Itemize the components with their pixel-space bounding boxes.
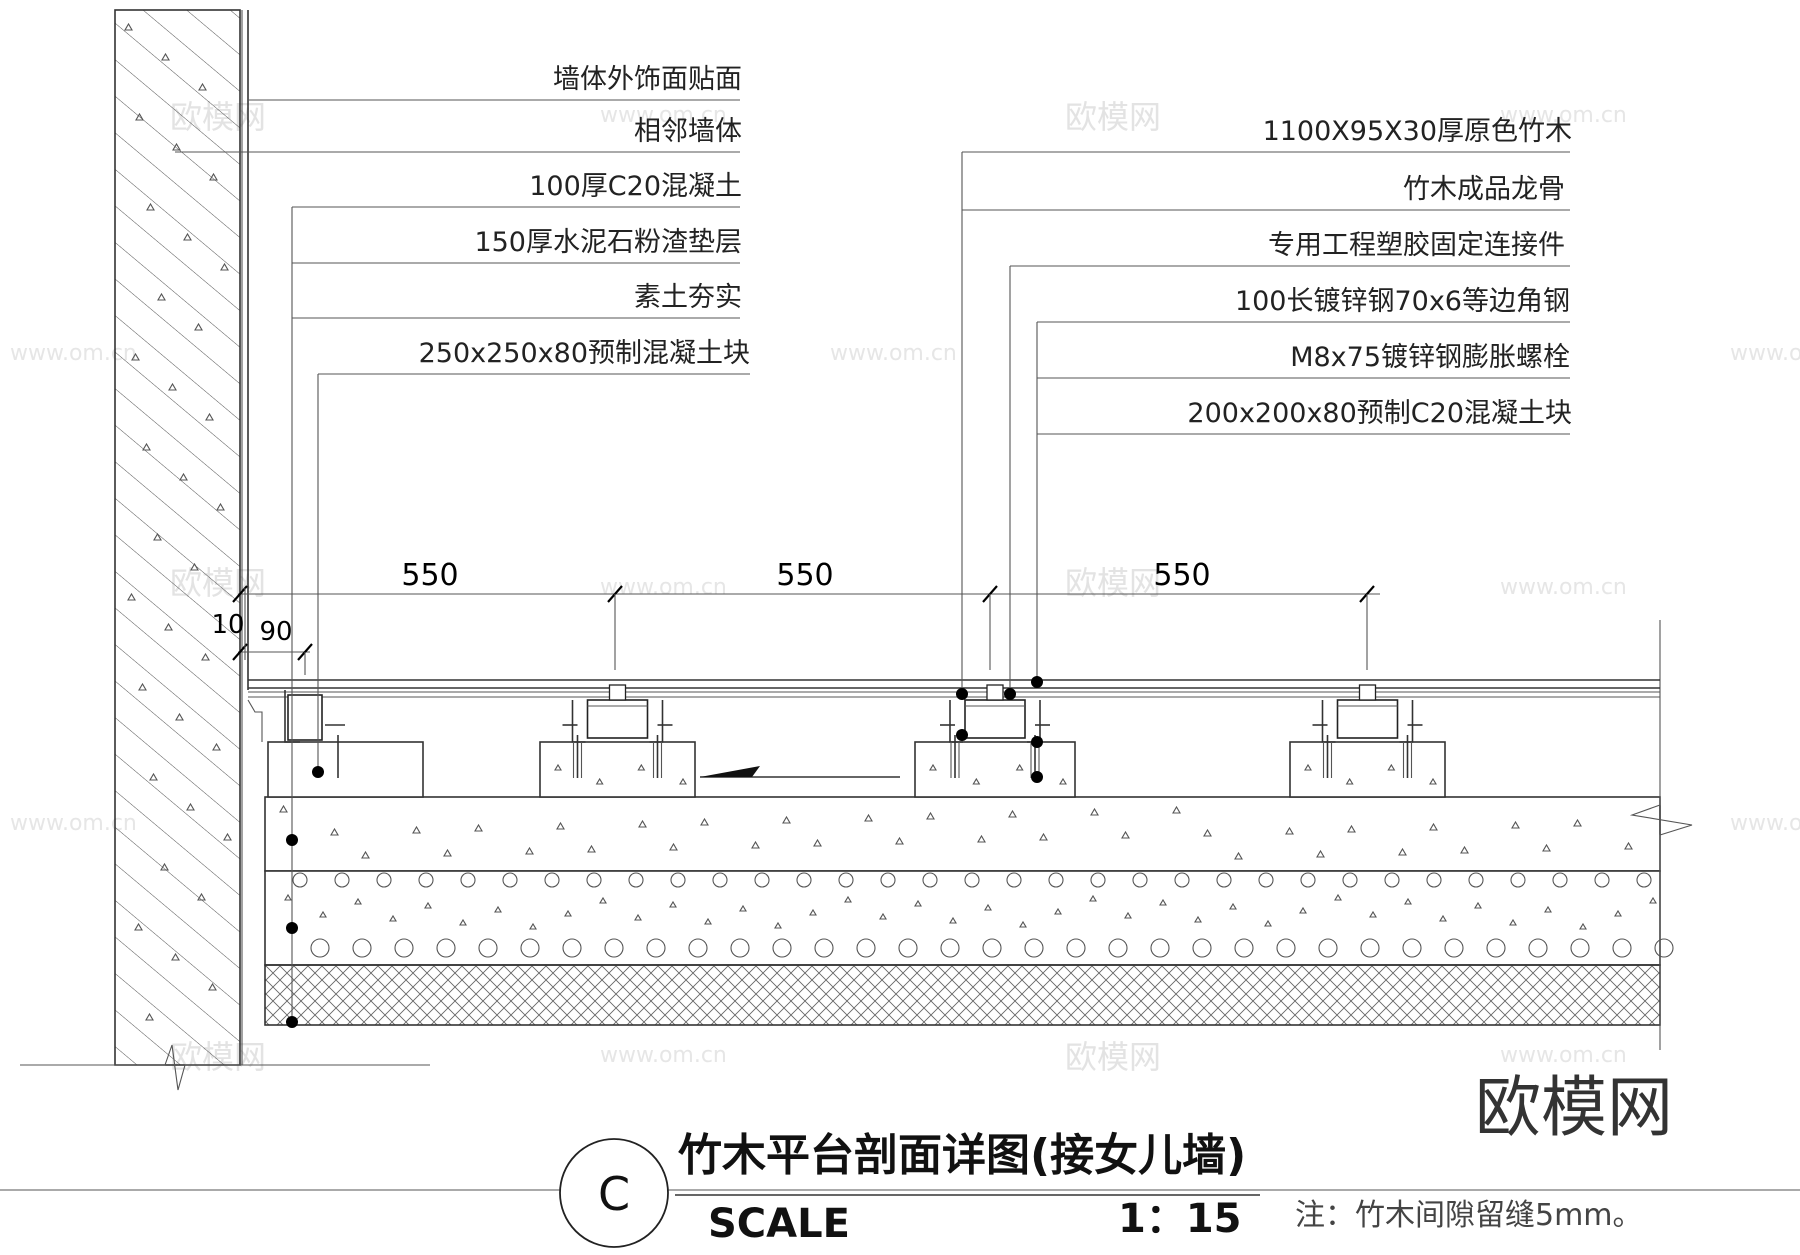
watermark-url: www.om.cn: [600, 1043, 727, 1068]
ground-layers: [264, 620, 1693, 1050]
label-bamboo-joist: 竹木成品龙骨: [1403, 174, 1565, 205]
slope-arrow: [700, 766, 900, 778]
watermark-url: www.om.cn: [600, 575, 727, 600]
label-precast-block-small: 200x200x80预制C20混凝土块: [1187, 398, 1572, 429]
dimension-text: 550 550 550 10 90: [211, 558, 1210, 647]
detail-marker-letter: C: [598, 1167, 630, 1221]
label-group-left: 墙体外饰面贴面 相邻墙体 100厚C20混凝土 150厚水泥石粉渣垫层 素土夯实…: [419, 64, 750, 369]
watermark-url: www.om.cn: [1730, 811, 1800, 836]
support-block-3: [914, 684, 1076, 798]
watermark-url: www.om.cn: [830, 341, 957, 366]
scale-value: 1：15: [1118, 1196, 1242, 1242]
dim-edge-10: 10: [211, 610, 244, 640]
label-compacted-soil: 素土夯实: [634, 282, 742, 313]
decking: [248, 679, 1660, 698]
dim-edge-90: 90: [259, 617, 292, 647]
label-c20-concrete: 100厚C20混凝土: [529, 171, 742, 202]
support-block-2: [539, 684, 696, 798]
parapet-wall: [20, 9, 430, 1091]
dim-span-2: 550: [776, 558, 833, 593]
watermark-url: www.om.cn: [1500, 575, 1627, 600]
watermark-url: www.om.cn: [1500, 1043, 1627, 1068]
brand-logo-text: 欧模网: [1475, 1069, 1673, 1146]
watermark-url: www.om.cn: [600, 103, 727, 128]
drawing-title: 竹木平台剖面详图(接女儿墙): [678, 1130, 1246, 1181]
support-blocks: [247, 684, 1446, 798]
dim-span-1: 550: [401, 558, 458, 593]
label-precast-block-large: 250x250x80预制混凝土块: [419, 338, 750, 369]
watermark-url: www.om.cn: [1730, 341, 1800, 366]
support-block-4: [1289, 684, 1446, 798]
label-plastic-connector: 专用工程塑胶固定连接件: [1268, 230, 1565, 261]
label-angle-steel: 100长镀锌钢70x6等边角钢: [1235, 286, 1570, 317]
label-bamboo-board: 1100X95X30厚原色竹木: [1263, 116, 1572, 147]
dimension-lines: [232, 585, 1380, 675]
label-cement-gravel: 150厚水泥石粉渣垫层: [474, 227, 742, 258]
label-adjacent-wall: 相邻墙体: [634, 116, 742, 147]
watermark-brand: 欧模网: [1065, 564, 1161, 602]
watermark-brand: 欧模网: [1065, 98, 1161, 136]
leader-lines-left: [175, 99, 750, 1028]
dim-span-3: 550: [1153, 558, 1210, 593]
support-block-1: [247, 690, 424, 798]
leader-lines-right: [956, 151, 1570, 783]
watermark-url: www.om.cn: [1500, 103, 1627, 128]
label-group-right: 1100X95X30厚原色竹木 竹木成品龙骨 专用工程塑胶固定连接件 100长镀…: [1187, 116, 1572, 429]
title-block: C 竹木平台剖面详图(接女儿墙) SCALE 1：15 注：竹木间隙留缝5mm。…: [0, 1069, 1800, 1248]
label-wall-finish: 墙体外饰面贴面: [553, 64, 742, 95]
label-expansion-bolt: M8x75镀锌钢膨胀螺栓: [1290, 342, 1570, 373]
watermark-brand: 欧模网: [1065, 1038, 1161, 1076]
drawing-note: 注：竹木间隙留缝5mm。: [1295, 1198, 1643, 1233]
scale-label: SCALE: [708, 1201, 850, 1247]
